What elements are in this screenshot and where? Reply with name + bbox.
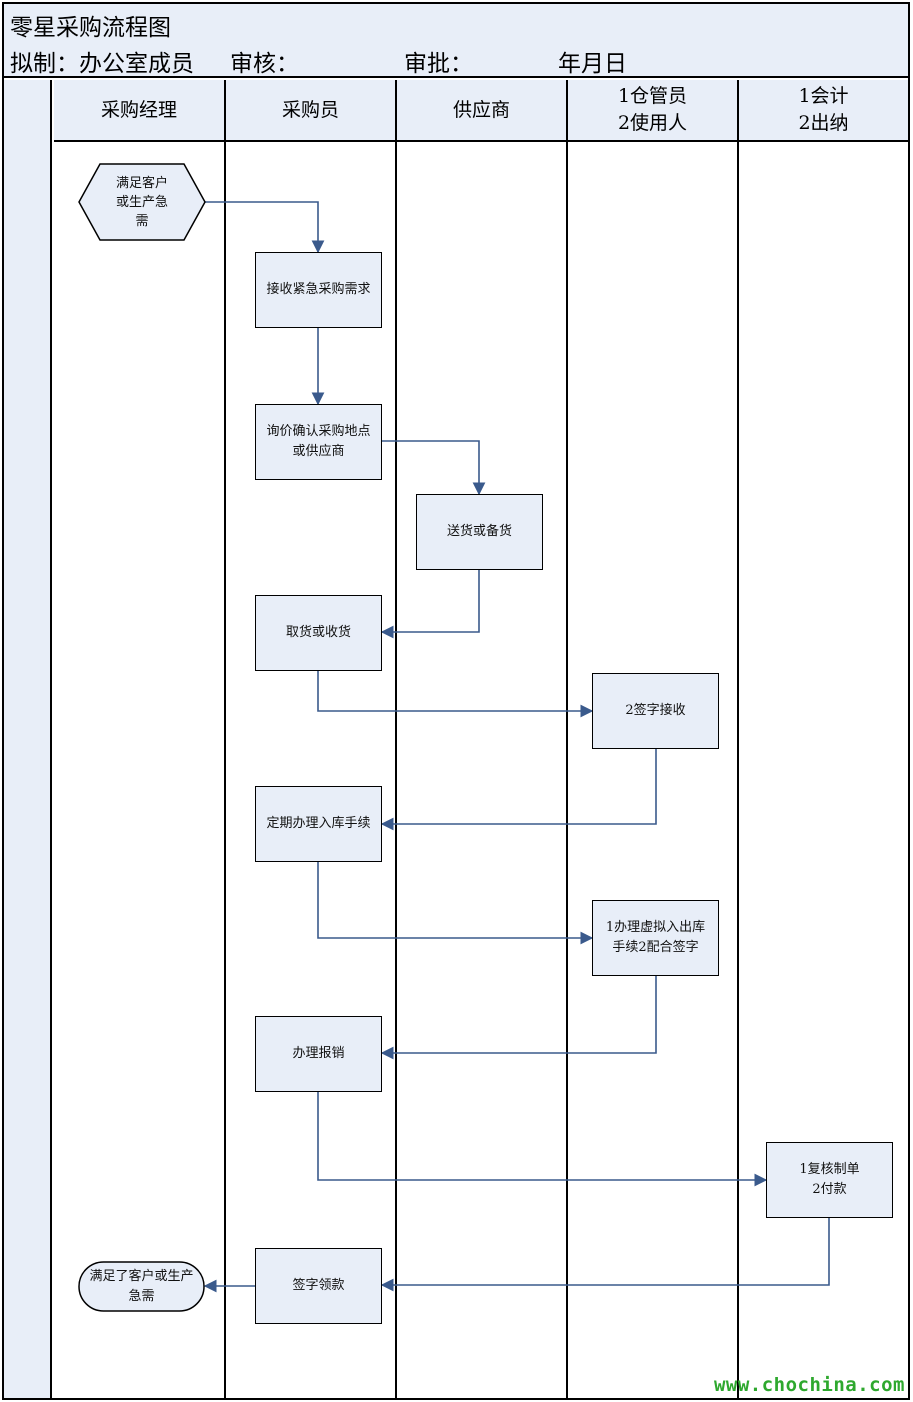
edge-sign-to-stockin [380,749,657,831]
node-label: 送货或备货 [446,524,512,539]
node-label: 取货或收货 [285,625,351,640]
node-label: 接收紧急采购需求 [266,282,371,297]
node-label: 手续2配合签字 [612,940,699,955]
node-label: 2付款 [812,1182,847,1197]
edge-virtual-to-reimburse [380,976,657,1060]
node-inquire-price: 询价确认采购地点 或供应商 [255,404,382,480]
node-label: 询价确认采购地点 [266,424,371,439]
prepared-by: 拟制：办公室成员 [10,51,194,77]
approved-by: 审批： [404,51,473,77]
node-label: 满足了客户或生产 [89,1268,194,1284]
lane-divider [224,142,226,1398]
end-terminator [78,1261,205,1312]
lane-label: 1会计 [798,85,849,107]
lane-divider [566,142,568,1398]
edge-inquire-to-deliver [381,440,486,496]
lane-label: 供应商 [452,98,510,121]
lane-label: 采购经理 [100,98,177,121]
node-label: 签字领款 [292,1278,345,1293]
title-band: 零星采购流程图 拟制：办公室成员 审核： 审批： 年月日 [2,2,910,78]
diagram-frame [2,78,910,1400]
lane-header-manager: 采购经理 [54,80,226,142]
watermark: www.chochina.com [713,1374,905,1396]
node-label: 1复核制单 [799,1162,860,1177]
lane-header-warehouse: 1仓管员 2使用人 [568,80,739,142]
lane-divider [737,142,739,1398]
lane-label: 2出纳 [798,112,849,134]
lane-header-finance: 1会计 2出纳 [739,80,908,142]
node-sign-receipt: 2签字接收 [592,673,719,749]
node-stock-in: 定期办理入库手续 [255,786,382,862]
node-label: 定期办理入库手续 [266,816,371,831]
edge-pickup-to-sign [317,670,594,718]
edge-review-to-collect [380,1218,830,1292]
edge-stockin-to-virtual [317,862,594,945]
node-label: 急需 [128,1288,155,1304]
node-deliver: 送货或备货 [416,494,543,570]
reviewed-by: 审核： [230,51,299,77]
node-label: 满足客户 [115,175,168,191]
start-hexagon [78,163,206,241]
node-pickup: 取货或收货 [255,595,382,671]
node-receive-request: 接收紧急采购需求 [255,252,382,328]
lane-header-supplier: 供应商 [397,80,568,142]
lane-label: 2使用人 [617,112,688,134]
node-reimburse: 办理报销 [255,1016,382,1092]
side-strip [4,80,52,1398]
lane-header-buyer: 采购员 [226,80,397,142]
date-field: 年月日 [558,51,627,77]
edge-reimburse-to-review [317,1091,768,1187]
node-label: 或供应商 [292,444,345,459]
node-end: 满足了客户或生产 急需 [80,1263,203,1310]
node-label: 需 [135,213,149,229]
lane-divider [395,142,397,1398]
lane-label: 采购员 [281,98,339,121]
lane-label: 1仓管员 [617,85,688,107]
node-review-pay: 1复核制单 2付款 [766,1142,893,1218]
node-label: 办理报销 [292,1046,345,1061]
diagram-title: 零星采购流程图 [10,15,171,41]
node-sign-collect: 签字领款 [255,1248,382,1324]
node-start: 满足客户 或生产急 需 [100,166,184,238]
node-label: 2签字接收 [625,703,686,718]
node-virtual-io: 1办理虚拟入出库 手续2配合签字 [592,900,719,976]
edge-deliver-to-pickup [380,570,480,639]
node-label: 或生产急 [115,194,168,210]
edge-start-to-receive [204,201,325,254]
node-label: 1办理虚拟入出库 [605,920,706,935]
